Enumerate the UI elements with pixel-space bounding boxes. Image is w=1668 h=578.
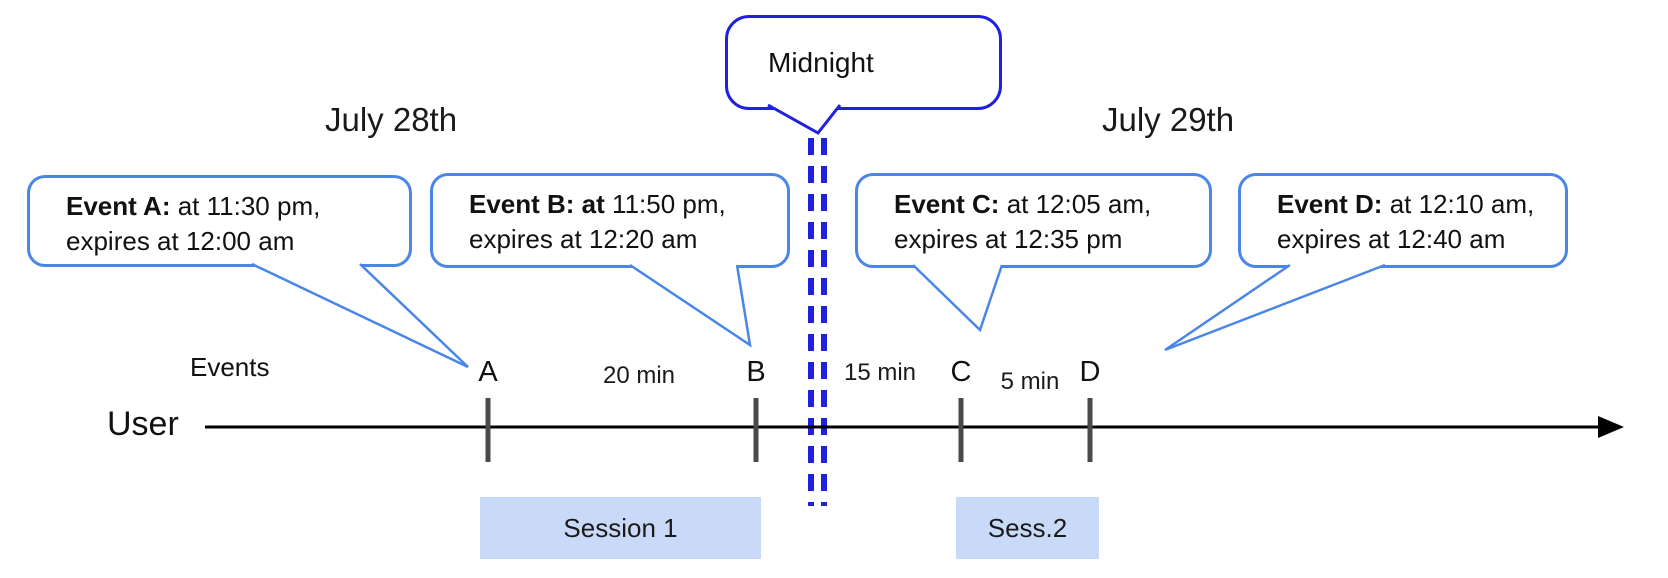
tick-label-d: D bbox=[1079, 356, 1101, 388]
date-heading-july-28: July 28th bbox=[325, 101, 458, 138]
event-b-title: Event B: at bbox=[469, 189, 605, 219]
event-d-line1: Event D: at 12:10 am, bbox=[1277, 187, 1555, 222]
interval-label-15min: 15 min bbox=[843, 359, 917, 386]
event-d-title: Event D: bbox=[1277, 189, 1383, 219]
event-b-callout-tail bbox=[629, 263, 752, 348]
event-d-line2: expires at 12:40 am bbox=[1277, 224, 1506, 254]
event-d-callout-tail bbox=[1164, 263, 1386, 352]
event-d-callout: Event D: at 12:10 am, expires at 12:40 a… bbox=[1238, 173, 1568, 268]
tick-label-a: A bbox=[478, 356, 498, 388]
events-axis-label: Events bbox=[190, 352, 270, 382]
timeline-arrowhead-icon bbox=[1598, 416, 1624, 438]
date-heading-july-29: July 29th bbox=[1102, 101, 1235, 138]
event-a-title: Event A: bbox=[66, 191, 171, 221]
interval-label-20min: 20 min bbox=[602, 362, 676, 389]
event-b-line2: expires at 12:20 am bbox=[469, 224, 698, 254]
midnight-label: Midnight bbox=[768, 47, 874, 78]
event-a-line2: expires at 12:00 am bbox=[66, 226, 295, 256]
midnight-callout: Midnight bbox=[725, 15, 1002, 110]
event-a-line1: Event A: at 11:30 pm, bbox=[66, 189, 399, 224]
event-c-title: Event C: bbox=[894, 189, 1000, 219]
event-a-time: at 11:30 pm, bbox=[170, 191, 321, 221]
event-c-line2: expires at 12:35 pm bbox=[894, 224, 1123, 254]
event-a-callout-tail bbox=[251, 262, 469, 369]
event-c-time: at 12:05 am, bbox=[999, 189, 1152, 219]
event-c-callout-tail bbox=[912, 264, 1004, 333]
user-axis-label: User bbox=[107, 405, 179, 443]
interval-label-5min: 5 min bbox=[1000, 368, 1060, 395]
event-b-line1: Event B: at 11:50 pm, bbox=[469, 187, 777, 222]
event-b-callout: Event B: at 11:50 pm, expires at 12:20 a… bbox=[430, 173, 790, 268]
event-c-callout: Event C: at 12:05 am, expires at 12:35 p… bbox=[855, 173, 1212, 268]
session-2-box: Sess.2 bbox=[956, 497, 1099, 559]
event-c-line1: Event C: at 12:05 am, bbox=[894, 187, 1199, 222]
event-b-time: 11:50 pm, bbox=[604, 189, 726, 219]
session-1-box: Session 1 bbox=[480, 497, 761, 559]
event-a-callout: Event A: at 11:30 pm, expires at 12:00 a… bbox=[27, 175, 412, 267]
event-d-time: at 12:10 am, bbox=[1382, 189, 1535, 219]
tick-label-c: C bbox=[950, 356, 972, 388]
tick-label-b: B bbox=[746, 356, 766, 388]
